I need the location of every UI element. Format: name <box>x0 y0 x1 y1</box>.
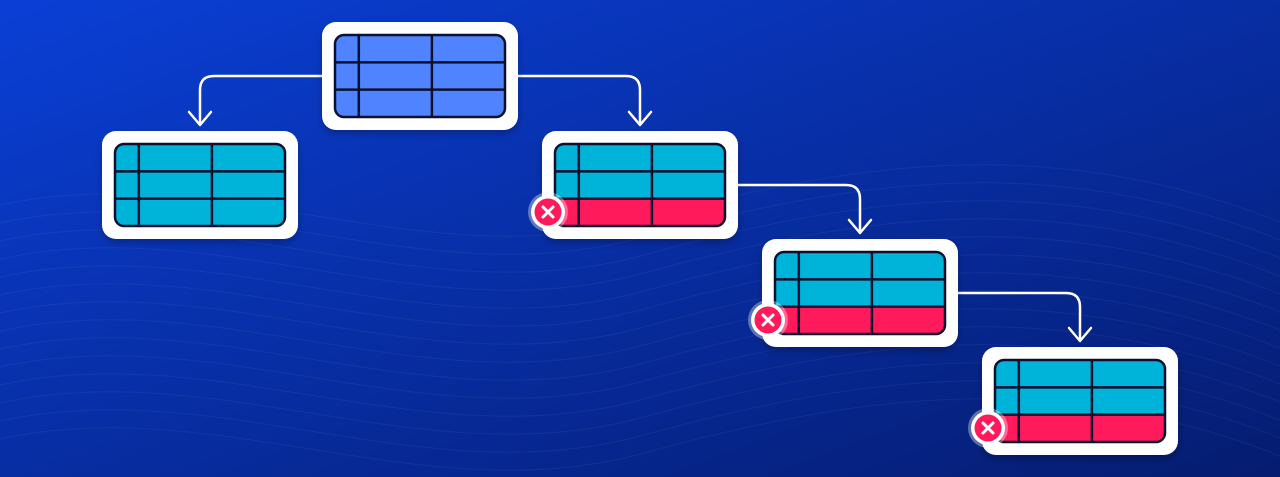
table-row <box>555 144 725 172</box>
table-row <box>115 198 285 226</box>
wave-line <box>0 254 1280 327</box>
connector-grandchild-to-great-grandchild <box>958 291 1093 343</box>
table-row-error <box>995 414 1165 442</box>
table-grid <box>775 252 945 334</box>
connectors-layer <box>187 74 1093 343</box>
table-node-grandchild <box>748 239 958 347</box>
nodes-layer <box>102 22 1178 455</box>
connector-root-to-right-child <box>518 74 653 127</box>
table-node-right-child <box>528 131 738 239</box>
connector-root-to-left-child <box>187 74 322 127</box>
table-border <box>333 33 507 119</box>
table-grid <box>995 360 1165 442</box>
close-icon <box>748 300 788 340</box>
close-icon <box>968 408 1008 448</box>
table-border <box>553 142 727 228</box>
table-node-root <box>322 22 518 130</box>
table-row-error <box>555 198 725 226</box>
close-icon <box>528 192 568 232</box>
table-row <box>115 144 285 172</box>
connector-right-child-to-grandchild <box>738 183 873 235</box>
connector-line <box>738 183 862 233</box>
arrow-down-icon <box>627 110 653 127</box>
table-row <box>335 35 505 63</box>
arrow-down-icon <box>187 110 213 127</box>
table-border <box>993 358 1167 444</box>
table-grid <box>555 144 725 226</box>
table-grid <box>335 35 505 117</box>
table-row <box>995 387 1165 416</box>
connector-line <box>198 74 322 125</box>
table-border <box>113 142 287 228</box>
table-row <box>775 279 945 308</box>
table-node-great-grandchild <box>968 347 1178 455</box>
wave-line <box>0 290 1280 363</box>
connector-line <box>518 74 642 125</box>
table-row <box>995 360 1165 388</box>
arrow-down-icon <box>847 218 873 235</box>
wave-line <box>0 272 1280 345</box>
table-grid <box>115 144 285 226</box>
wave-line <box>0 236 1280 309</box>
table-row <box>335 62 505 91</box>
table-row <box>335 89 505 117</box>
table-border <box>773 250 947 336</box>
table-row-error <box>775 306 945 334</box>
table-row <box>775 252 945 280</box>
arrow-down-icon <box>1067 326 1093 343</box>
table-row <box>115 171 285 200</box>
table-row <box>555 171 725 200</box>
connector-line <box>958 291 1082 341</box>
table-node-left-child <box>102 131 298 239</box>
wave-line <box>0 218 1280 291</box>
